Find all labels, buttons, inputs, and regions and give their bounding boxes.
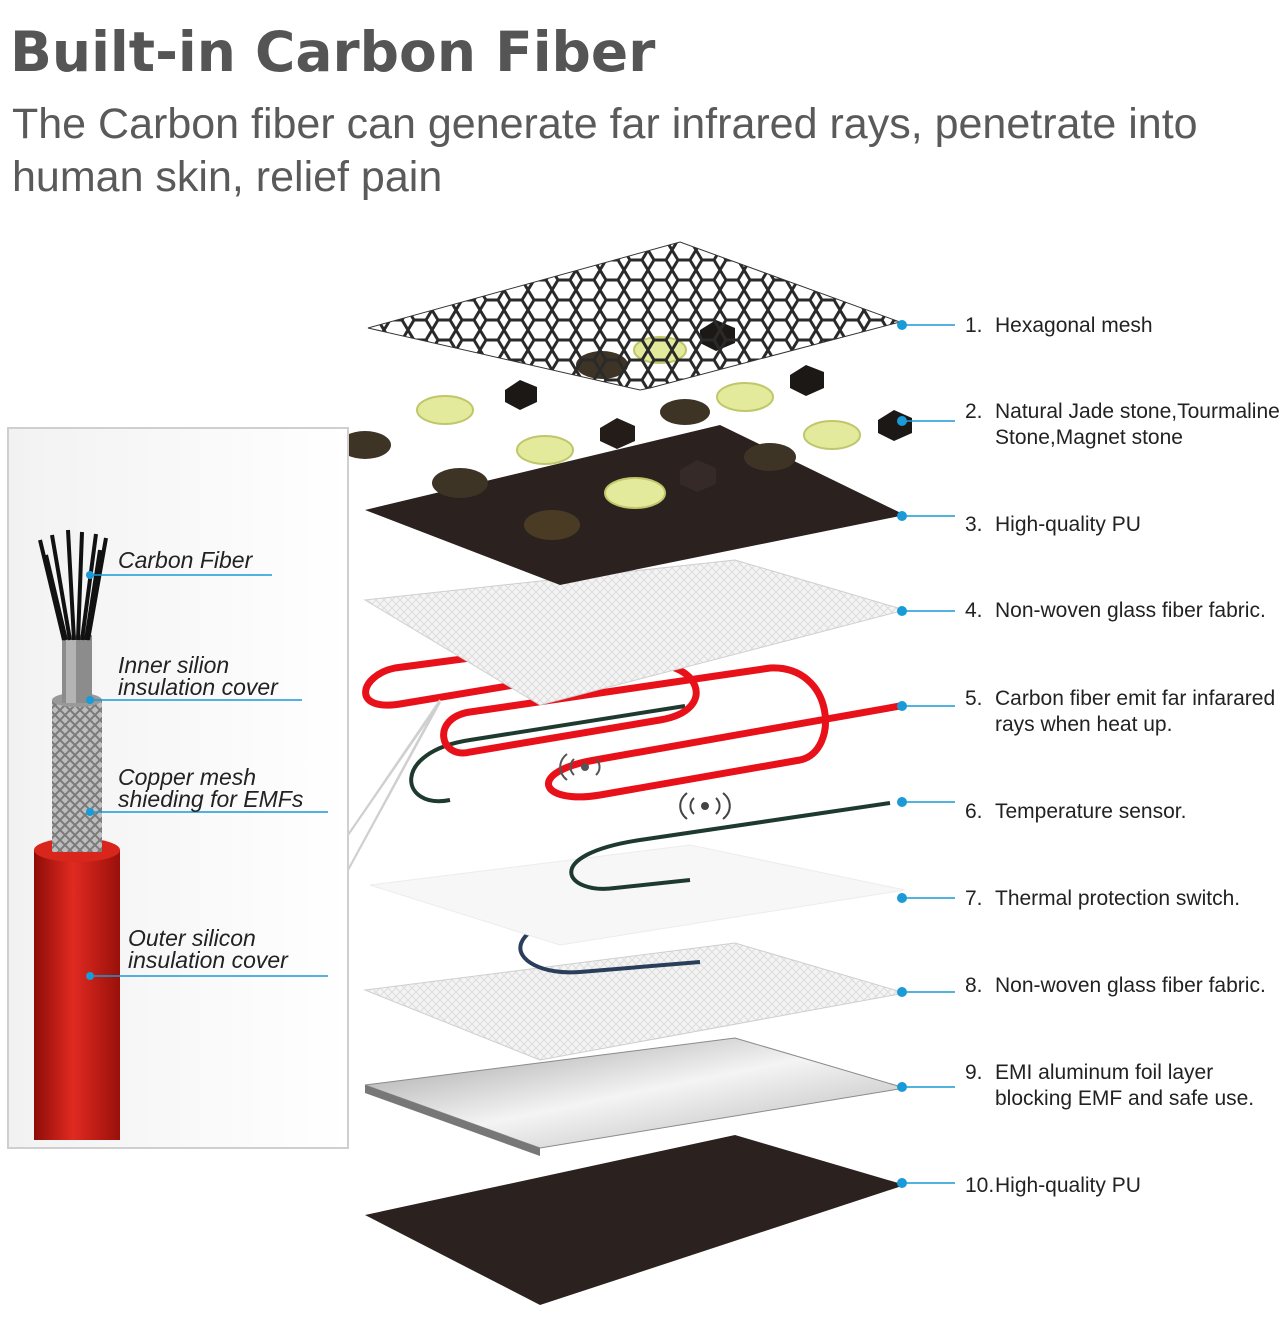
- cable-leader-dot-2: [86, 696, 94, 704]
- layer-label-10: 10.High-quality PU: [965, 1174, 1141, 1197]
- glass-fiber-layer-upper: [363, 559, 907, 706]
- glass-fiber-sheet-faint: [369, 844, 906, 946]
- cable-label-outer-cover: Outer silicon insulation cover: [128, 925, 288, 973]
- layer-label-1: 1.Hexagonal mesh: [965, 314, 1153, 337]
- layer-label-9: 9.EMI aluminum foil layer blocking EMF a…: [965, 1061, 1255, 1110]
- cable-leader-lines: [86, 571, 328, 980]
- layer-label-4: 4.Non-woven glass fiber fabric.: [965, 599, 1266, 622]
- leader-dot-3: [897, 511, 907, 521]
- glass-fiber-layer-lower: [363, 942, 906, 1061]
- layer-label-2: 2.Natural Jade stone,Tourmaline Stone,Ma…: [965, 400, 1280, 449]
- leader-dot-6: [897, 797, 907, 807]
- layer-label-7: 7.Thermal protection switch.: [965, 887, 1241, 910]
- cable-label-carbon-fiber: Carbon Fiber: [118, 547, 253, 573]
- leader-dot-2: [897, 416, 907, 426]
- hexagonal-mesh-layer: [367, 241, 902, 391]
- heating-wire-dark-return: [409, 704, 686, 804]
- layer-label-3: 3.High-quality PU: [965, 513, 1141, 536]
- leader-dot-1: [897, 320, 907, 330]
- leader-dot-5: [897, 701, 907, 711]
- cable-leader-dot-4: [86, 972, 94, 980]
- emission-signal-icon: [559, 753, 601, 781]
- aluminum-foil-edge: [365, 1085, 540, 1156]
- sensor-signal-icon: [679, 792, 731, 820]
- cable-label-inner-cover: Inner silion insulation cover: [118, 652, 278, 700]
- cable-leader-dot-3: [86, 808, 94, 816]
- page-title: Built-in Carbon Fiber: [10, 20, 656, 84]
- leader-dot-7: [897, 893, 907, 903]
- layer-label-5: 5.Carbon fiber emit far infarared rays w…: [965, 687, 1276, 736]
- page-subtitle: The Carbon fiber can generate far infrar…: [12, 100, 1198, 201]
- leader-lines: [897, 320, 955, 1188]
- leader-dot-9: [897, 1082, 907, 1092]
- layer-label-8: 8.Non-woven glass fiber fabric.: [965, 974, 1266, 997]
- aluminum-foil-layer: [364, 1037, 906, 1149]
- carbon-heating-wire: [362, 654, 904, 801]
- leader-dot-10: [897, 1178, 907, 1188]
- temperature-sensor-wire: [569, 801, 891, 891]
- leader-dot-4: [897, 606, 907, 616]
- layer-label-6: 6.Temperature sensor.: [965, 800, 1187, 823]
- cable-label-copper-mesh: Copper mesh shieding for EMFs: [118, 764, 304, 812]
- leader-dot-8: [897, 987, 907, 997]
- pu-layer-bottom: [365, 1135, 905, 1305]
- cable-illustration: [34, 529, 120, 1140]
- cable-leader-dot-1: [86, 571, 94, 579]
